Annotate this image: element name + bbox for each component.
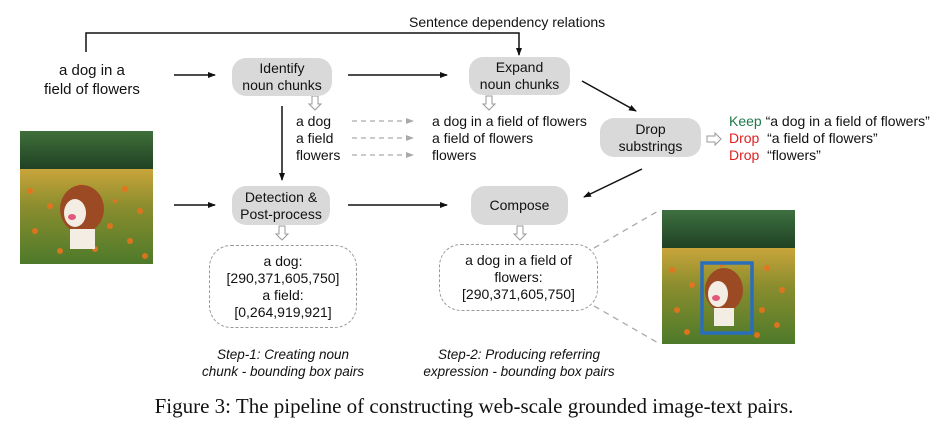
input-line-1: a dog in a xyxy=(58,62,125,79)
compose-label: flowers: xyxy=(494,269,543,285)
compose-label: a dog in a field of xyxy=(465,252,572,268)
detection-bbox: [0,264,919,921] xyxy=(234,303,332,320)
step-1-line: chunk - bounding box pairs xyxy=(201,364,365,379)
drop-action: Drop xyxy=(729,130,760,146)
drop-result-item: Drop “a field of flowers” xyxy=(729,130,930,147)
dependency-label: Sentence dependency relations xyxy=(409,14,606,30)
hollow-arrow-drop-results xyxy=(706,131,722,147)
drop-result-item: Drop “flowers” xyxy=(729,147,930,164)
expanded-chunk-item: a dog in a field of flowers xyxy=(432,113,587,129)
detection-output-box: a dog: [290,371,605,750] a field: [0,264… xyxy=(209,245,357,328)
noun-chunk-item: flowers xyxy=(296,147,341,163)
input-image xyxy=(20,131,153,264)
node-label: substrings xyxy=(618,137,683,154)
hollow-arrow-identify xyxy=(307,95,323,111)
zoom-line-top xyxy=(593,209,661,249)
drop-result-item: Keep “a dog in a field of flowers” xyxy=(729,113,930,130)
noun-chunk-item: a dog xyxy=(296,113,332,129)
compose-output-box: a dog in a field of flowers: [290,371,60… xyxy=(439,244,598,311)
node-label: Identify xyxy=(259,60,305,76)
drop-text: “a field of flowers” xyxy=(767,130,878,146)
drop-action: Keep xyxy=(729,113,762,129)
step-1-caption: Step-1: Creating noun chunk - bounding b… xyxy=(198,346,368,380)
detection-label: a field: xyxy=(262,286,304,303)
node-label: Expand xyxy=(495,59,544,75)
dog-photo-with-bbox xyxy=(662,210,795,344)
input-line-2: field of flowers xyxy=(44,81,140,98)
step-2-caption: Step-2: Producing referring expression -… xyxy=(420,346,618,380)
detection-postprocess-node: Detection & Post-process xyxy=(232,186,330,225)
drop-text: “flowers” xyxy=(767,147,821,163)
step-2-line: Step-2: Producing referring xyxy=(437,347,601,362)
hollow-arrow-compose xyxy=(512,225,528,241)
node-label: Detection & xyxy=(244,188,318,205)
node-label: noun chunks xyxy=(242,77,322,93)
expanded-chunk-list: a dog in a field of flowers a field of f… xyxy=(432,113,587,164)
arrow-expand-to-drop xyxy=(581,80,637,112)
dog-in-field-photo xyxy=(20,131,153,264)
detection-bbox: [290,371,605,750] xyxy=(226,269,340,286)
noun-chunk-list: a dog a field flowers xyxy=(296,113,340,164)
node-label: Compose xyxy=(489,197,550,213)
compose-node: Compose xyxy=(471,186,568,225)
expanded-chunk-item: a field of flowers xyxy=(432,130,534,146)
drop-text: “a dog in a field of flowers” xyxy=(765,113,930,129)
step-2-line: expression - bounding box pairs xyxy=(423,364,615,379)
drop-substrings-node: Drop substrings xyxy=(600,118,701,157)
compose-bbox: [290,371,605,750] xyxy=(462,286,575,302)
identify-noun-chunks-node: Identify noun chunks xyxy=(232,58,332,96)
detection-label: a dog: xyxy=(263,252,303,269)
dependency-connector xyxy=(85,32,522,56)
hollow-arrow-expand xyxy=(481,95,497,111)
expanded-chunk-item: flowers xyxy=(432,147,477,163)
step-1-line: Step-1: Creating noun xyxy=(216,347,350,362)
arrow-drop-to-compose xyxy=(583,168,643,198)
hollow-arrow-detection xyxy=(274,225,290,241)
figure-caption: Figure 3: The pipeline of constructing w… xyxy=(154,394,794,418)
noun-chunk-item: a field xyxy=(296,130,334,146)
bounding-box xyxy=(700,261,754,335)
input-caption-text: a dog in a field of flowers xyxy=(44,61,140,99)
output-image xyxy=(662,210,795,344)
node-label: Drop xyxy=(635,120,666,137)
zoom-line-bottom xyxy=(593,305,661,345)
expand-noun-chunks-node: Expand noun chunks xyxy=(469,57,570,95)
node-label: noun chunks xyxy=(479,76,560,92)
drop-results-list: Keep “a dog in a field of flowers” Drop … xyxy=(729,113,930,164)
node-label: Post-process xyxy=(240,205,322,222)
drop-action: Drop xyxy=(729,147,760,163)
